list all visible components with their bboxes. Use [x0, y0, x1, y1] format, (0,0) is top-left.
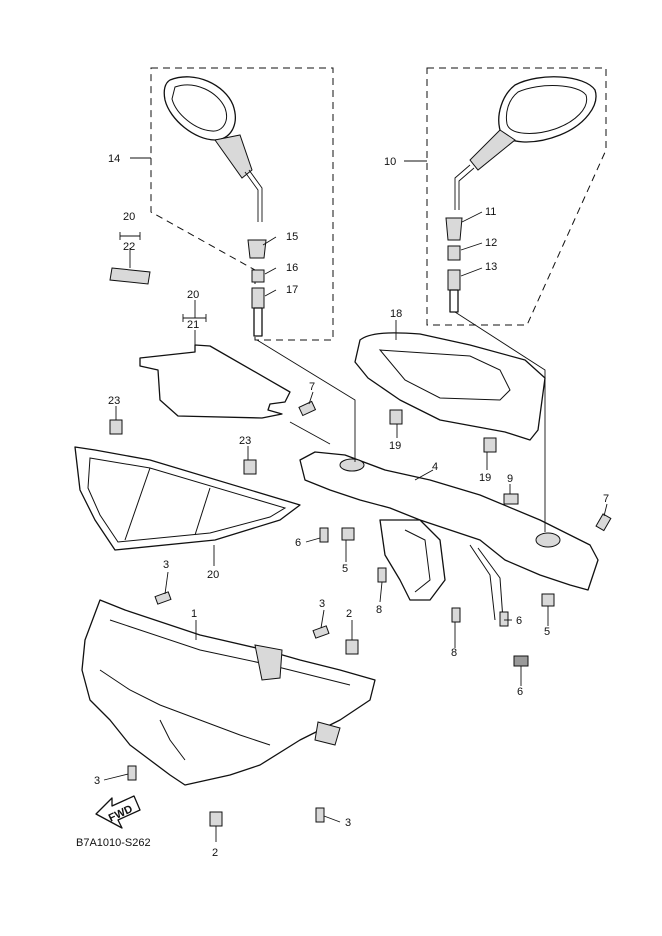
callout-11: 11: [485, 206, 496, 218]
callout-14: 14: [108, 153, 120, 165]
label-sheet-21: [139, 344, 291, 419]
callout-5-left: 5: [342, 563, 348, 575]
bolt-6-bottom: [513, 655, 529, 667]
nut-5-right: [541, 593, 555, 607]
callout-18: 18: [390, 308, 402, 320]
upper-cover-18: [354, 332, 546, 441]
mirror-nut-16: [251, 269, 265, 283]
left-mirror-group-outline: [150, 67, 334, 341]
callout-23-left: 23: [108, 395, 120, 407]
screw-8-left: [377, 567, 387, 583]
mirror-bolt-17: [251, 287, 265, 337]
screw-3-bottom: [315, 807, 325, 823]
screw-8-mid: [451, 607, 461, 623]
callout-10: 10: [384, 156, 396, 168]
callout-1: 1: [191, 608, 197, 620]
right-mirror-group-outline: [426, 67, 607, 326]
screw-3-right: [312, 625, 330, 639]
mirror-nut-15: [247, 239, 267, 259]
right-mirror: [454, 76, 597, 210]
leader-lines: [103, 157, 608, 842]
callout-6-left: 6: [295, 537, 301, 549]
callout-20-top: 20: [123, 211, 135, 223]
callout-23-center: 23: [239, 435, 251, 447]
lower-cover-1: [81, 599, 376, 786]
screw-7-top: [298, 400, 317, 417]
mirror-nut-11: [445, 217, 463, 241]
nut-5-left: [341, 527, 355, 541]
screw-7-right: [595, 513, 612, 532]
callout-21: 21: [187, 319, 199, 331]
screw-3-left: [127, 765, 137, 781]
callout-3-left: 3: [94, 775, 100, 787]
callout-16: 16: [286, 262, 298, 274]
grommet-9: [503, 493, 519, 505]
callout-6-bottom: 6: [517, 686, 523, 698]
callout-20-mid: 20: [187, 289, 199, 301]
callout-4: 4: [432, 461, 438, 473]
callout-20-bottom: 20: [207, 569, 219, 581]
clip-23-center: [243, 459, 257, 475]
clip-23-left: [109, 419, 123, 435]
callout-6-mid: 6: [516, 615, 522, 627]
callout-19-right: 19: [479, 472, 491, 484]
clip-19-left: [389, 409, 403, 425]
callout-22: 22: [123, 241, 135, 253]
label-plate-22: [109, 267, 151, 285]
callout-5-right: 5: [544, 626, 550, 638]
mirror-nut-12: [447, 245, 461, 261]
handlebar-bracket-4: [299, 451, 599, 621]
callout-8-mid: 8: [451, 647, 457, 659]
callout-17: 17: [286, 284, 298, 296]
nut-2-right: [345, 639, 359, 655]
fwd-arrow-icon: FWD: [95, 795, 141, 829]
diagram-code: B7A1010-S262: [76, 837, 151, 849]
callout-9: 9: [507, 473, 513, 485]
front-cover-20: [74, 446, 301, 551]
mirror-bolt-13: [447, 269, 461, 313]
callout-13: 13: [485, 261, 497, 273]
callout-3-bottom: 3: [345, 817, 351, 829]
screw-6-mid: [499, 611, 509, 627]
callout-12: 12: [485, 237, 497, 249]
callout-7-top: 7: [309, 381, 315, 393]
screw-6-left: [319, 527, 329, 543]
callout-2-right: 2: [346, 608, 352, 620]
callout-3-right: 3: [319, 598, 325, 610]
screw-3-top: [154, 591, 172, 605]
nut-2-bottom: [209, 811, 223, 827]
callout-7-right: 7: [603, 493, 609, 505]
callout-2-bottom: 2: [212, 847, 218, 859]
callout-8-left: 8: [376, 604, 382, 616]
callout-19-left: 19: [389, 440, 401, 452]
clip-19-right: [483, 437, 497, 453]
callout-3-top: 3: [163, 559, 169, 571]
left-mirror: [163, 76, 263, 222]
callout-15: 15: [286, 231, 298, 243]
